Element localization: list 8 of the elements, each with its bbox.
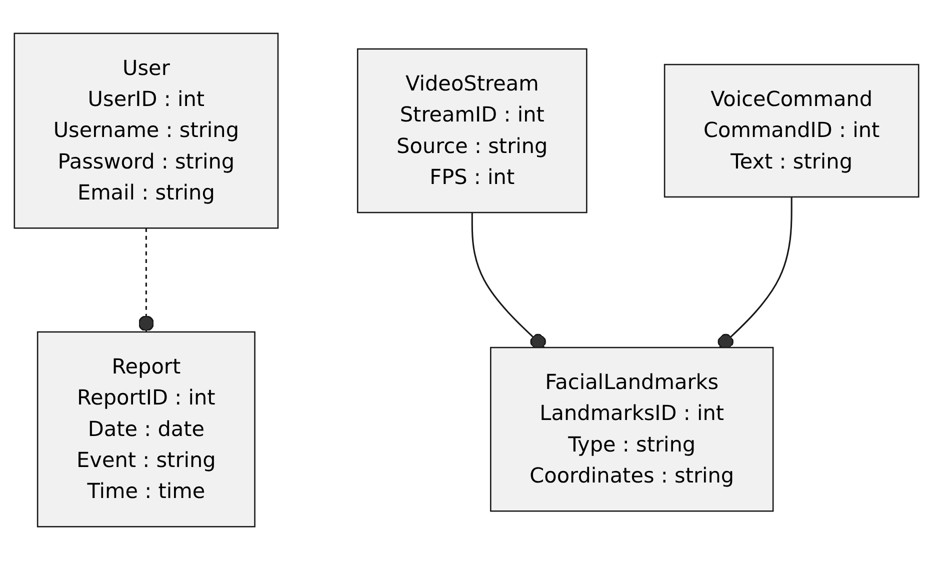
node-box: User UserID : int Username : string Password : string Email : string: [14, 33, 279, 230]
node-box: VideoStream StreamID : int Source : string FPS : int: [356, 48, 588, 214]
connector: [471, 213, 546, 350]
node-box: FacialLandmarks LandmarksID : int Type : string Coordinates : string: [490, 347, 774, 512]
node-box: Report ReportID : int Date : date Event : string Time : time: [36, 332, 256, 528]
connector: [138, 228, 154, 332]
connector: [718, 197, 792, 350]
node-box: VoiceCommand CommandID : int Text : string: [664, 64, 920, 198]
